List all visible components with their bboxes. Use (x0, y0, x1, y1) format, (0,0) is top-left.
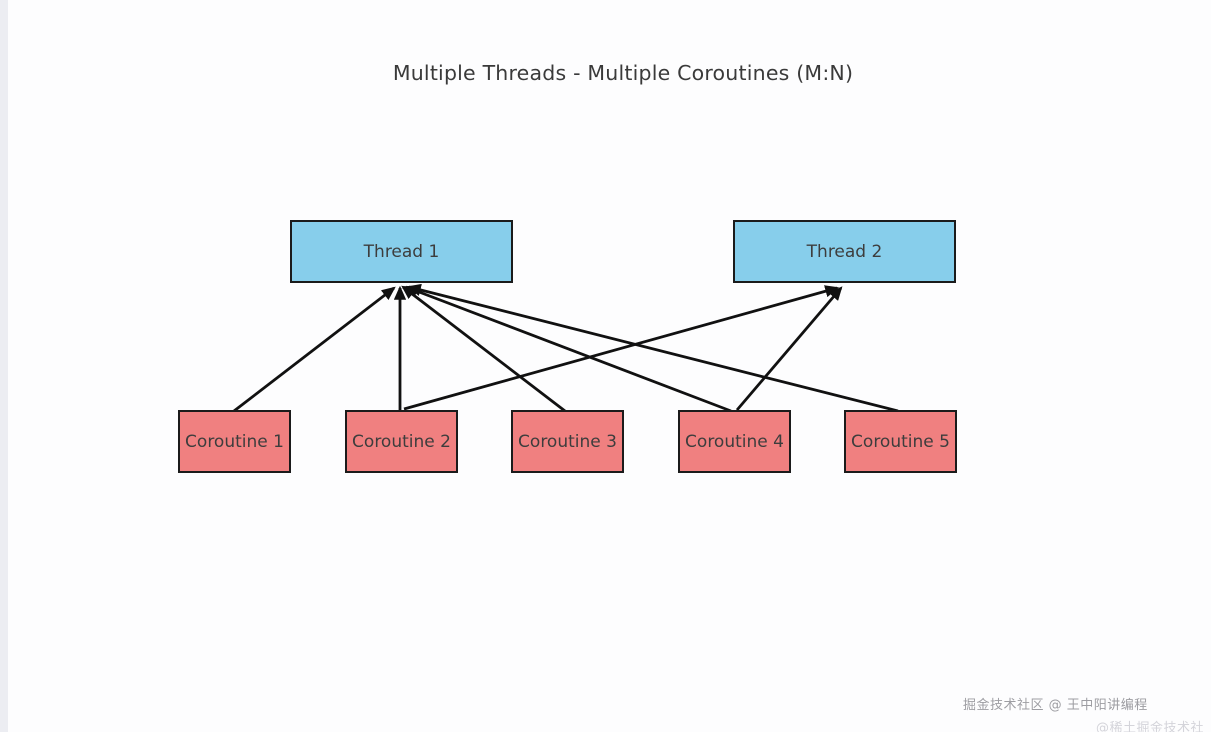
edge-coroutine-4-to-thread-1 (403, 285, 732, 413)
edge-coroutine-1-to-thread-1 (233, 286, 396, 413)
watermark-juejin: 掘金技术社区 @ 王中阳讲编程 (963, 698, 1148, 713)
thread-1-box: Thread 1 (290, 220, 513, 283)
edge-coroutine-2-to-thread-2 (403, 285, 840, 411)
edge-coroutine-3-to-thread-1 (401, 285, 566, 413)
coroutine-4-box: Coroutine 4 (678, 410, 791, 473)
left-edge-strip (0, 0, 8, 732)
thread-2-label: Thread 2 (806, 241, 883, 262)
coroutine-3-label: Coroutine 3 (518, 431, 617, 452)
thread-1-label: Thread 1 (363, 241, 440, 262)
coroutine-4-label: Coroutine 4 (685, 431, 784, 452)
coroutine-2-label: Coroutine 2 (352, 431, 451, 452)
thread-2-box: Thread 2 (733, 220, 956, 283)
edge-coroutine-5-to-thread-1 (406, 283, 899, 413)
coroutine-5-label: Coroutine 5 (851, 431, 950, 452)
edge-coroutine-4-to-thread-2 (735, 286, 843, 411)
coroutine-1-label: Coroutine 1 (185, 431, 284, 452)
diagram-title: Multiple Threads - Multiple Coroutines (… (392, 61, 854, 85)
coroutine-1-box: Coroutine 1 (178, 410, 291, 473)
coroutine-2-box: Coroutine 2 (345, 410, 458, 473)
coroutine-5-box: Coroutine 5 (844, 410, 957, 473)
watermark-juejin-faint: @稀土掘金技术社区 (1096, 721, 1205, 732)
coroutine-3-box: Coroutine 3 (511, 410, 624, 473)
